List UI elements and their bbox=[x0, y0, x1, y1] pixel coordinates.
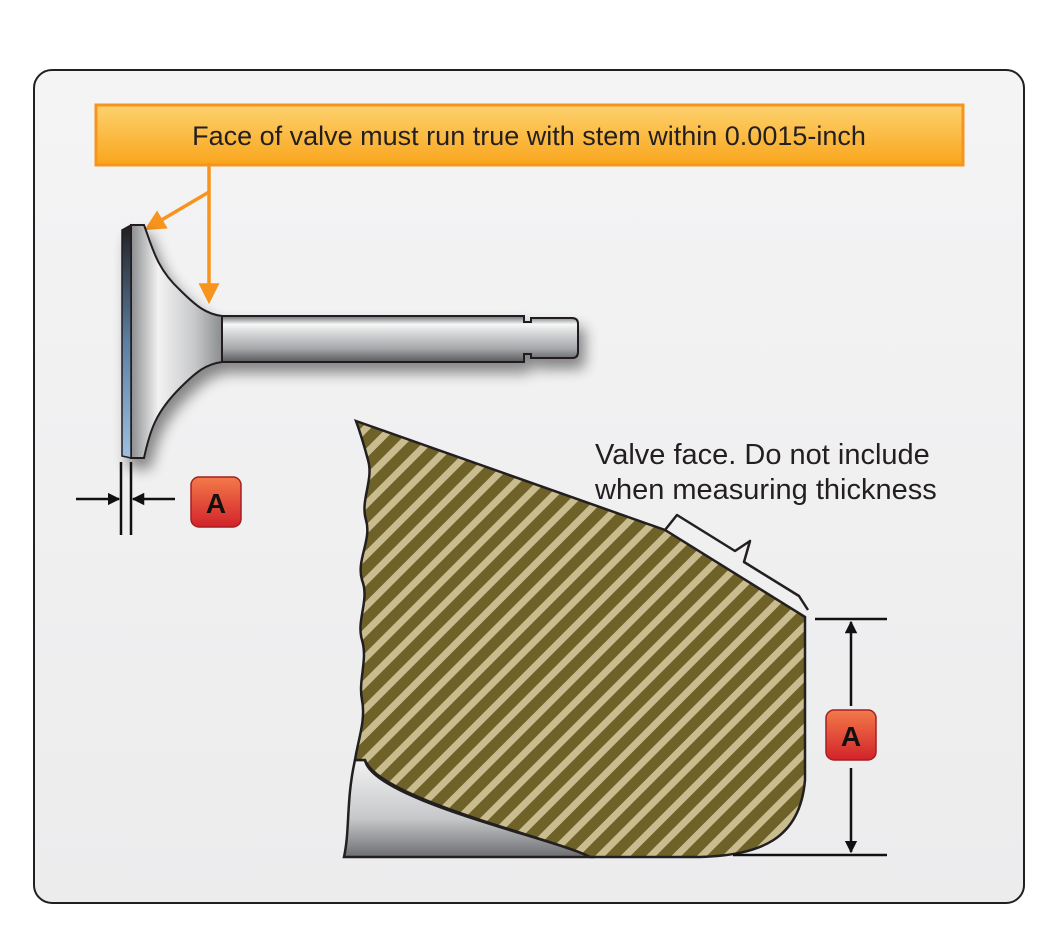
arrow-to-face bbox=[144, 190, 210, 231]
margin-dimension-small bbox=[76, 462, 175, 535]
valve-face-edge bbox=[121, 223, 132, 459]
valve-cross-section bbox=[353, 418, 807, 859]
valve-stem bbox=[214, 315, 579, 363]
badge-a-small: A bbox=[190, 476, 242, 528]
valve-head bbox=[130, 224, 223, 459]
runout-callout: Face of valve must run true with stem wi… bbox=[94, 103, 965, 167]
valve-face-brace bbox=[664, 513, 810, 611]
badge-a-large-text: A bbox=[841, 721, 861, 752]
margin-dimension-large bbox=[733, 617, 887, 857]
runout-callout-text: Face of valve must run true with stem wi… bbox=[192, 121, 866, 151]
valve-face-note-line2: when measuring thickness bbox=[594, 474, 937, 506]
badge-a-large: A bbox=[825, 709, 877, 761]
badge-a-small-text: A bbox=[206, 488, 226, 519]
valve-face-note-line1: Valve face. Do not include bbox=[595, 439, 930, 471]
poppet-valve bbox=[121, 223, 579, 459]
callout-arrows bbox=[144, 163, 220, 305]
